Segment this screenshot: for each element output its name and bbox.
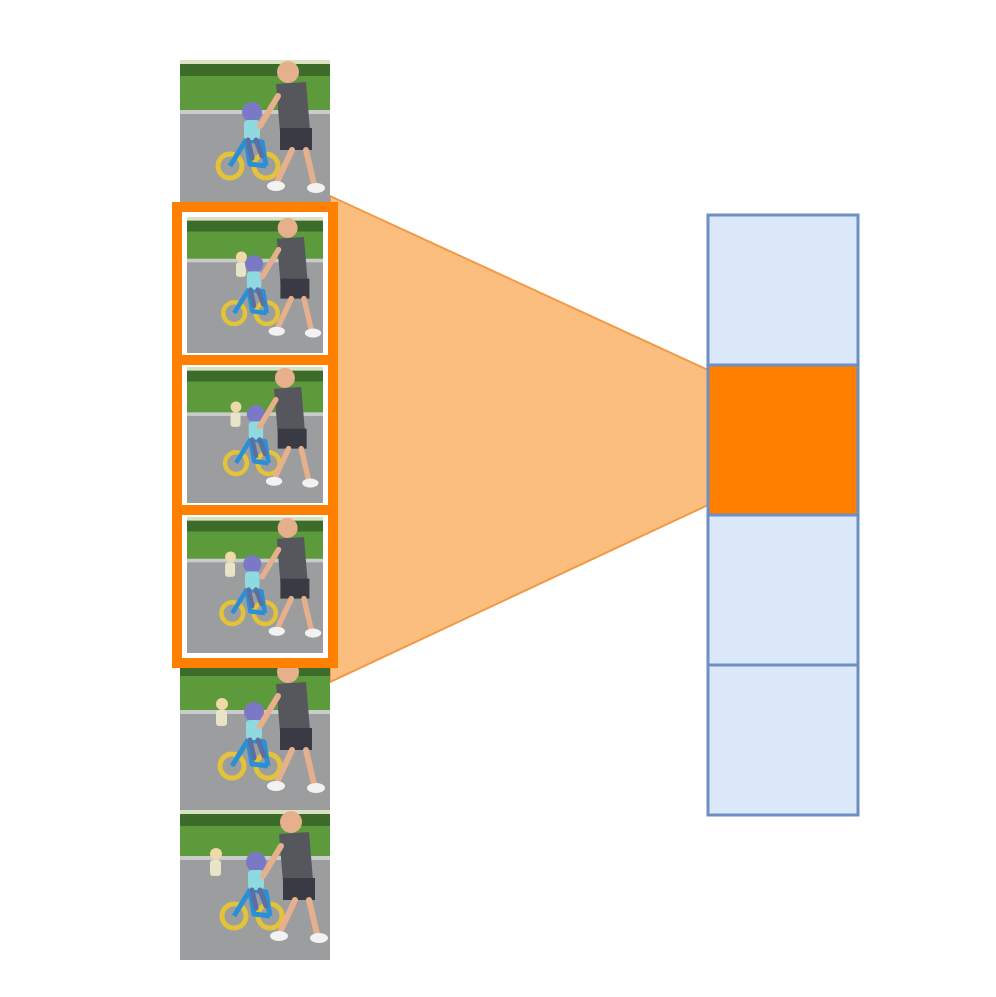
output-cell-active [706, 363, 860, 517]
output-cell [706, 663, 860, 817]
video-frames [180, 60, 330, 960]
video-frame [187, 217, 324, 354]
output-cell [706, 513, 860, 667]
projection-layer [329, 194, 709, 684]
selection-outer-border [172, 202, 338, 668]
output-cell [706, 213, 860, 367]
video-frame [187, 367, 324, 504]
output-feature-column [706, 213, 860, 817]
video-frame [180, 660, 330, 810]
video-frame [180, 810, 330, 960]
video-frame [187, 517, 324, 654]
video-frame [180, 60, 330, 210]
projection-trapezoid [329, 194, 709, 684]
selection-divider [177, 355, 333, 365]
selection-window [172, 202, 338, 668]
selection-divider [177, 505, 333, 515]
